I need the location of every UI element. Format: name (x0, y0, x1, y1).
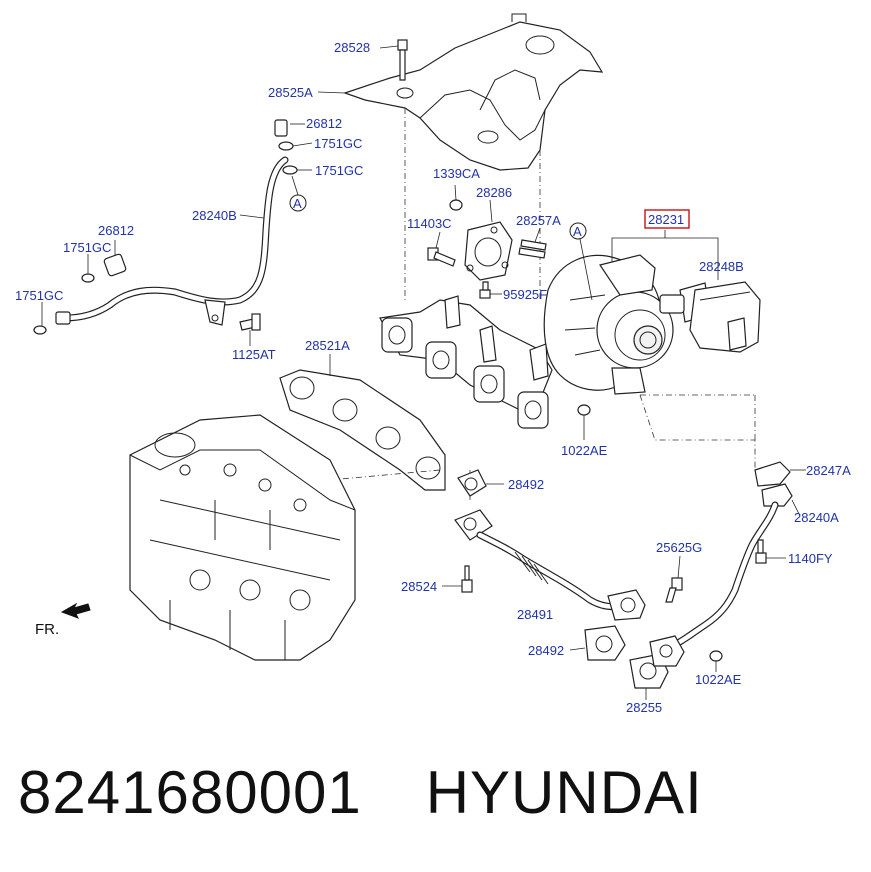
bolt-28528 (379, 39, 408, 81)
exhaust-manifold (379, 295, 553, 429)
label-28240A: 28240A (794, 510, 839, 525)
label-1022AE-top: 1022AE (561, 443, 608, 458)
label-1339CA: 1339CA (433, 166, 480, 181)
bolt-95925F (479, 281, 502, 299)
label-ref-a-right: A (573, 224, 582, 239)
label-28248B: 28248B (699, 259, 744, 274)
bolt-1125AT (239, 313, 261, 346)
label-28286: 28286 (476, 185, 512, 200)
label-28492-lower: 28492 (528, 643, 564, 658)
label-28492-top: 28492 (508, 477, 544, 492)
label-26812-left: 26812 (98, 223, 134, 238)
egr-pipe-28240A (649, 461, 806, 667)
label-28255: 28255 (626, 700, 662, 715)
label-95925F: 95925F (503, 287, 547, 302)
stud-28257A (518, 227, 547, 259)
label-1751GC-a: 1751GC (314, 136, 362, 151)
label-28525A: 28525A (268, 85, 313, 100)
label-1125AT: 1125AT (232, 347, 276, 362)
turbocharger (543, 254, 674, 395)
ref-marker-a-right (569, 222, 587, 240)
label-28257A: 28257A (516, 213, 561, 228)
stud-11403C (427, 231, 456, 267)
label-1751GC-d: 1751GC (15, 288, 63, 303)
footer-caption: 8241680001 HYUNDAI (18, 758, 703, 848)
label-28240B: 28240B (192, 208, 237, 223)
brand-name: HYUNDAI (425, 759, 703, 826)
banjo-bolt-26812-left (33, 240, 127, 335)
label-25625G: 25625G (656, 540, 702, 555)
engine-block (129, 414, 356, 661)
heat-shield (343, 13, 604, 171)
nut-1022AE-lower (709, 650, 723, 672)
label-28491: 28491 (517, 607, 553, 622)
gasket-28286 (464, 199, 513, 281)
label-28521A: 28521A (305, 338, 350, 353)
egr-pipe-28491 (454, 509, 646, 621)
actuator-28248B (659, 281, 761, 353)
label-1751GC-b: 1751GC (315, 163, 363, 178)
label-28528: 28528 (334, 40, 370, 55)
front-arrow-icon (60, 602, 91, 619)
label-11403C: 11403C (407, 216, 452, 231)
gasket-28492-top (457, 469, 504, 497)
part-number: 8241680001 (18, 759, 362, 826)
oil-pipe-28240B (55, 156, 289, 326)
parts-diagram: 28528 28525A 26812 1751GC 1751GC 28240B … (15, 13, 851, 715)
nut-1339CA (449, 184, 463, 211)
label-front: FR. (35, 621, 59, 638)
nut-1022AE-top (577, 404, 591, 440)
label-28524: 28524 (401, 579, 437, 594)
label-ref-a-left: A (293, 196, 302, 211)
gasket-28521A (279, 354, 446, 491)
bolt-28524 (442, 565, 473, 593)
label-26812-top: 26812 (306, 116, 342, 131)
bolt-1140FY (755, 539, 786, 564)
banjo-bolt-26812-top (274, 119, 313, 175)
label-1140FY: 1140FY (788, 551, 833, 566)
gasket-28492-lower (569, 625, 626, 661)
label-1751GC-c: 1751GC (63, 240, 111, 255)
highlight-box-28231 (644, 209, 690, 229)
label-28231: 28231 (648, 212, 684, 227)
label-1022AE-lower: 1022AE (695, 672, 742, 687)
label-28247A: 28247A (806, 463, 851, 478)
stud-25625G (665, 555, 683, 603)
